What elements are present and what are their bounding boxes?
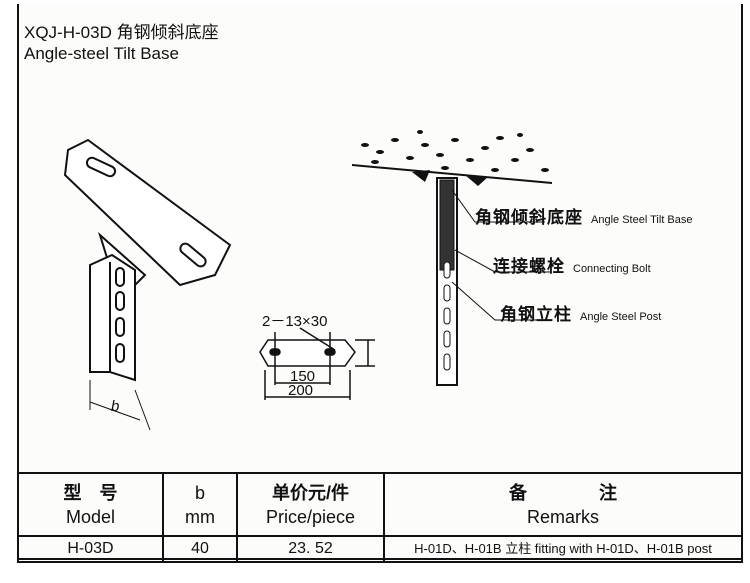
technical-drawing [63, 130, 553, 431]
dimension-200-label: 200 [288, 382, 314, 399]
cell-b: 40 [162, 535, 238, 563]
table-row: H-03D 40 23. 52 H-01D、H-01B 立柱 fitting w… [17, 535, 743, 563]
dimension-b-label: b [111, 398, 120, 415]
cell-remarks: H-01D、H-01B 立柱 fitting with H-01D、H-01B … [383, 535, 743, 563]
dimension-150-label: 150 [290, 368, 316, 385]
product-code-title: XQJ-H-03D 角钢倾斜底座 [24, 23, 219, 42]
cell-model: H-03D [17, 535, 164, 563]
plate-dimension-view [259, 327, 375, 400]
tilt-base-isometric [63, 138, 232, 431]
cell-price: 23. 52 [236, 535, 385, 563]
hole-spec-label: 2－13×30 [262, 313, 328, 330]
ceiling-and-post-view [351, 130, 553, 386]
product-english-title: Angle-steel Tilt Base [24, 44, 179, 63]
